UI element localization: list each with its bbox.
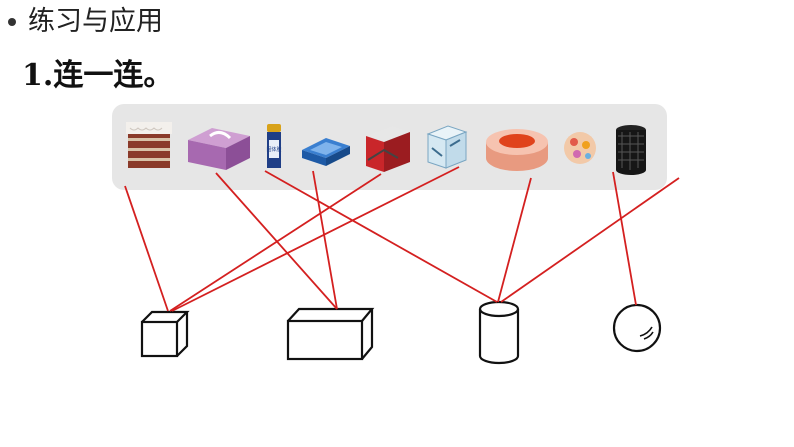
sphere-shape-icon[interactable] (612, 303, 662, 353)
adhesive-tape-roll-icon[interactable] (486, 129, 548, 171)
cuboid-shape-icon[interactable] (286, 307, 375, 361)
pencil-box-icon[interactable] (302, 138, 350, 166)
section-heading: 练习与应用 (6, 4, 163, 40)
glue-stick-label: 固体胶 (266, 146, 281, 153)
tissue-box-icon[interactable] (188, 128, 250, 170)
cylinder-shape-icon[interactable] (478, 300, 520, 365)
section-title: 练习与应用 (28, 6, 163, 37)
flower-ball-icon[interactable] (564, 132, 596, 164)
bullet-dot (8, 18, 16, 26)
exercise-title: 1.连一连。 (22, 58, 174, 93)
match-line-clearbox-cube (171, 166, 460, 312)
gift-box-icon[interactable] (366, 126, 410, 172)
match-line-gluestick-cylinder (264, 170, 498, 303)
match-line-tape-cylinder (497, 177, 532, 303)
match-line-giftbox-cube (169, 173, 382, 312)
glue-stick-icon[interactable]: 固体胶 (266, 124, 282, 168)
match-line-cake-cube (124, 185, 169, 312)
match-line-pencilbox-cuboid (312, 170, 338, 310)
match-line-penholder-cylinder (500, 177, 680, 303)
transparent-cube-box-icon[interactable] (426, 125, 468, 169)
match-line-ball-sphere (612, 171, 637, 306)
pen-holder-icon[interactable] (616, 125, 646, 175)
matching-lines (124, 166, 680, 312)
layered-cake-icon[interactable] (126, 122, 172, 168)
cube-shape-icon[interactable] (140, 310, 190, 358)
match-line-tissue-cuboid (215, 172, 338, 310)
